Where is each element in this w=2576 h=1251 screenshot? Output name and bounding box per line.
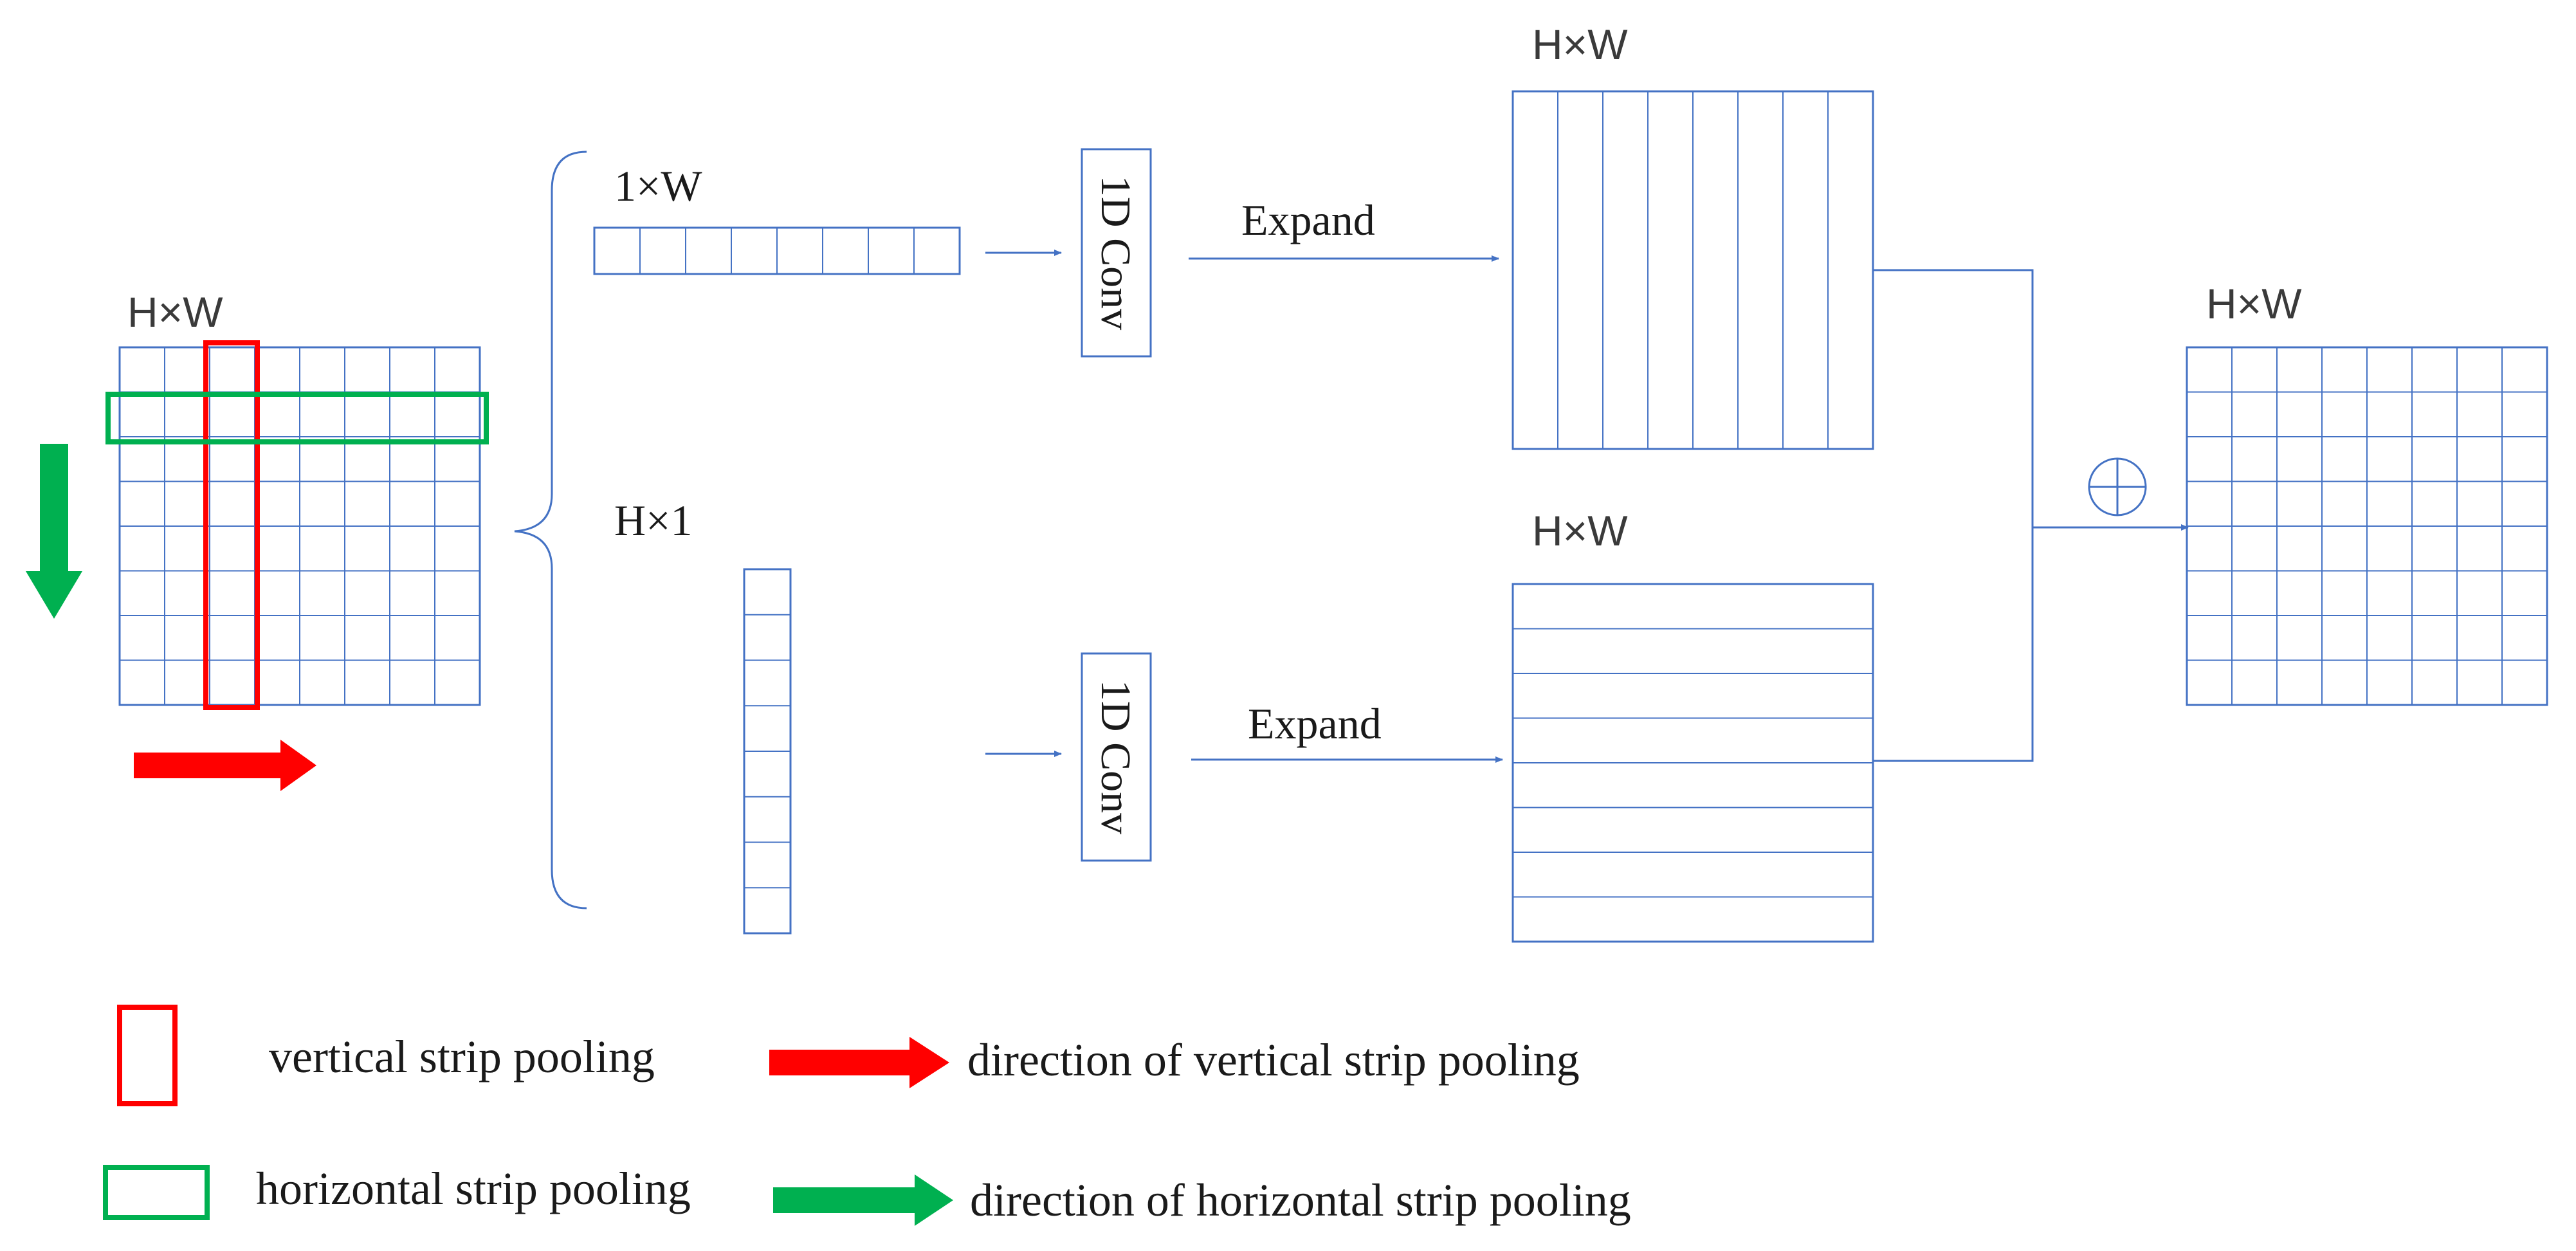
input-size-label: H×W [127, 288, 223, 336]
legend-vertical-arrow-label: direction of vertical strip pooling [967, 1034, 1580, 1086]
bottom-expand-label: Expand [1248, 699, 1382, 748]
legend-horizontal-arrow-label: direction of horizontal strip pooling [970, 1174, 1631, 1226]
bottom-conv-label: 1D Conv [1092, 680, 1139, 834]
top-merge-line [1873, 269, 2034, 527]
fusion [1873, 269, 2189, 762]
horizontal-pooling-direction-arrow [26, 444, 82, 619]
bottom-branch: H×1 1D Conv Expand H×W [614, 496, 1874, 943]
output-size-label: H×W [2206, 280, 2302, 327]
legend-vertical-box-label: vertical strip pooling [269, 1031, 655, 1082]
top-conv-box [1081, 148, 1152, 358]
bottom-merge-line [1873, 527, 2034, 762]
top-output-size-label: H×W [1532, 21, 1628, 68]
horizontal-pooled-vector [593, 226, 961, 275]
output-grid [2186, 346, 2548, 706]
horizontal-vector-label: 1×W [614, 161, 702, 210]
top-expand-label: Expand [1241, 196, 1375, 244]
legend-horizontal-box-label: horizontal strip pooling [256, 1163, 691, 1214]
bottom-conv-box [1081, 652, 1152, 862]
input-feature-map: H×W [26, 288, 489, 791]
output-feature-map: H×W [2186, 280, 2548, 706]
vertical-pooled-vector [743, 568, 792, 935]
vertical-strip-highlight [203, 340, 260, 710]
legend-horizontal-box-icon [103, 1165, 210, 1220]
top-branch: 1×W 1D Conv Expand H×W [593, 21, 1874, 450]
horizontal-strip-highlight [105, 392, 489, 444]
vertical-vector-label: H×1 [614, 496, 692, 545]
top-expanded-map [1512, 90, 1874, 450]
bottom-output-size-label: H×W [1532, 507, 1628, 554]
top-conv-label: 1D Conv [1092, 176, 1139, 330]
input-grid [118, 346, 481, 706]
legend-vertical-arrow-icon [769, 1037, 949, 1088]
branch-brace [514, 151, 587, 909]
legend-horizontal-arrow-icon [773, 1174, 953, 1226]
bottom-expanded-map [1512, 583, 1874, 943]
legend: vertical strip pooling direction of vert… [103, 1005, 1631, 1226]
vertical-pooling-direction-arrow [134, 740, 316, 791]
legend-vertical-box-icon [117, 1005, 178, 1106]
